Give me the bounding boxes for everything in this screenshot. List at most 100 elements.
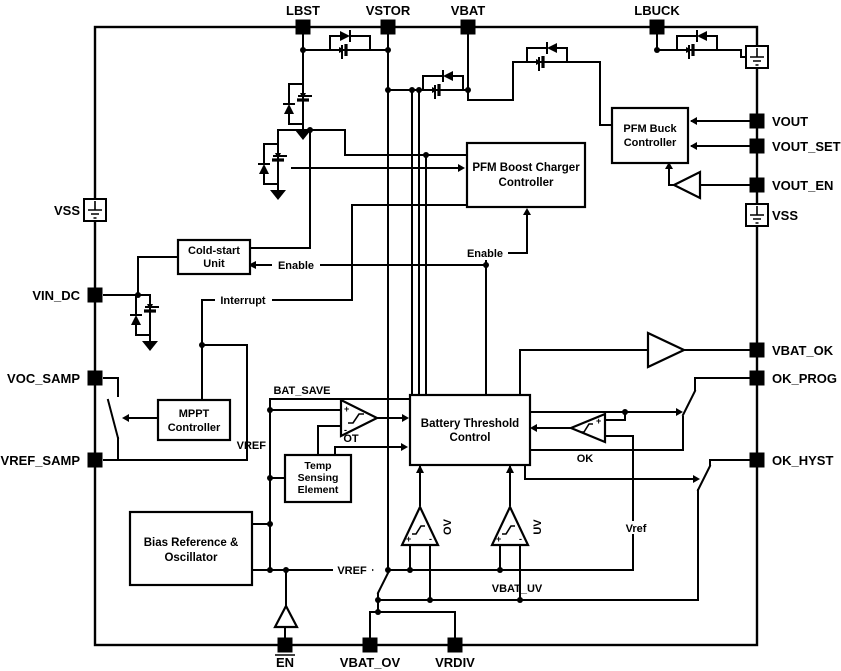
boost-label-1: PFM Boost Charger [472,162,580,174]
pin-label-vout-set: VOUT_SET [772,139,841,154]
pin-label-vout: VOUT [772,114,808,129]
wires [103,34,750,638]
ok-plus: + [596,416,601,426]
chip-outline [93,25,759,647]
enable-boost-label: Enable [467,248,503,260]
interrupt-label: Interrupt [220,295,266,307]
block-battery-threshold-control: Battery Threshold Control [408,393,532,467]
pin-label-lbst: LBST [286,3,320,18]
vbat-ok-buffer [646,331,687,369]
vbat-uv-label: VBAT_UV [492,583,543,595]
pin-label-vrdiv: VRDIV [435,655,475,670]
pin-vin-dc [87,287,103,303]
mppt-label-1: MPPT [179,408,210,420]
pin-vrdiv [447,637,463,653]
junction-dots [135,47,660,615]
pin-vbat-ov [362,637,378,653]
vout-en-buffer [671,170,702,200]
pin-label-voc-samp: VOC_SAMP [7,371,80,386]
pin-lbst [295,19,311,35]
pin-label-vstor: VSTOR [366,3,411,18]
pin-labels: LBST VSTOR VBAT LBUCK VOUT VOUT_SET VOUT… [1,3,841,670]
mosfet-lbst-gnd [282,82,314,126]
pin-ok-prog [749,370,765,386]
ot-comparator: + - OT [339,398,380,445]
buck-label-2: Controller [624,137,677,149]
ov-label: OV [442,518,454,535]
boost-label-2: Controller [499,177,554,189]
arrowheads [122,117,700,574]
pin-label-ok-prog: OK_PROG [772,371,837,386]
enable-coldstart-label: Enable [278,260,314,272]
vref-ok-label: Vref [626,523,647,535]
ot-plus: + [344,404,349,414]
pin-ok-hyst [749,452,765,468]
block-pfm-buck-controller: PFM Buck Controller [610,106,690,165]
mosfet-vin-gnd [129,293,161,337]
mosfet-vbat-buck [525,41,569,73]
mosfet-lbuck [675,29,719,61]
block-cold-start-unit: Cold-start Unit [176,238,252,276]
uv-plus: + [496,534,501,544]
ov-plus: + [406,534,411,544]
pin-vbat-ok [749,342,765,358]
vss-left-ground-icon [83,198,107,222]
bias-label-2: Oscillator [164,552,218,564]
block-bias-reference-oscillator: Bias Reference & Oscillator [128,510,254,587]
uv-minus: - [519,534,522,544]
pin-vref-samp [87,452,103,468]
pin-label-lbuck: LBUCK [634,3,680,18]
pins [83,19,769,653]
mppt-label-2: Controller [168,422,221,434]
uv-label: UV [532,519,544,535]
pin-lbuck [649,19,665,35]
ov-minus: - [429,534,432,544]
pin-label-vbat-ok: VBAT_OK [772,343,834,358]
pin-label-vss-left: VSS [54,203,80,218]
block-mppt-controller: MPPT Controller [156,398,232,442]
ground-symbols [141,125,312,352]
temp-label-1: Temp [304,460,331,472]
pin-vout-en [749,177,765,193]
bias-label-1: Bias Reference & [144,537,239,549]
cold-start-label-1: Cold-start [188,245,240,257]
buck-label-1: PFM Buck [623,123,677,135]
vref-bottom-label: VREF [337,565,367,577]
ok-comparator: + OK [568,412,607,465]
uv-comparator: + - UV [490,504,544,547]
vref-ot-label: VREF [237,440,267,452]
pin-label-vbat-ov: VBAT_OV [340,655,401,670]
btc-label-1: Battery Threshold [421,418,519,430]
topright-ground-icon [745,45,769,69]
ot-label: OT [343,433,359,445]
pin-label-en: EN [276,655,294,670]
block-pfm-boost-charger: PFM Boost Charger Controller [465,141,587,209]
ov-comparator: + - OV [400,504,454,547]
pin-label-vin-dc: VIN_DC [32,288,80,303]
pin-vbat [460,19,476,35]
temp-label-3: Element [298,484,339,496]
pin-label-vss-right: VSS [772,208,798,223]
wire-labels: Enable Enable Interrupt BAT_SAVE VREF VR… [215,247,653,595]
block-temp-sensing-element: Temp Sensing Element [283,453,353,504]
mosfet-node-gnd [257,142,289,186]
pin-vout-set [749,138,765,154]
en-buffer [273,603,299,629]
pin-label-vout-en: VOUT_EN [772,178,833,193]
vss-right-ground-icon [745,203,769,227]
pin-voc-samp [87,370,103,386]
pin-label-vbat: VBAT [451,3,485,18]
bat-save-label: BAT_SAVE [273,385,330,397]
btc-label-2: Control [450,432,491,444]
pin-label-ok-hyst: OK_HYST [772,453,833,468]
temp-label-2: Sensing [298,472,339,484]
pin-vout [749,113,765,129]
ok-label: OK [577,453,594,465]
pin-en [277,637,293,653]
pin-vstor [380,19,396,35]
ot-minus: - [344,425,347,435]
cold-start-label-2: Unit [203,258,225,270]
mosfet-vstor-vbat [421,69,465,101]
